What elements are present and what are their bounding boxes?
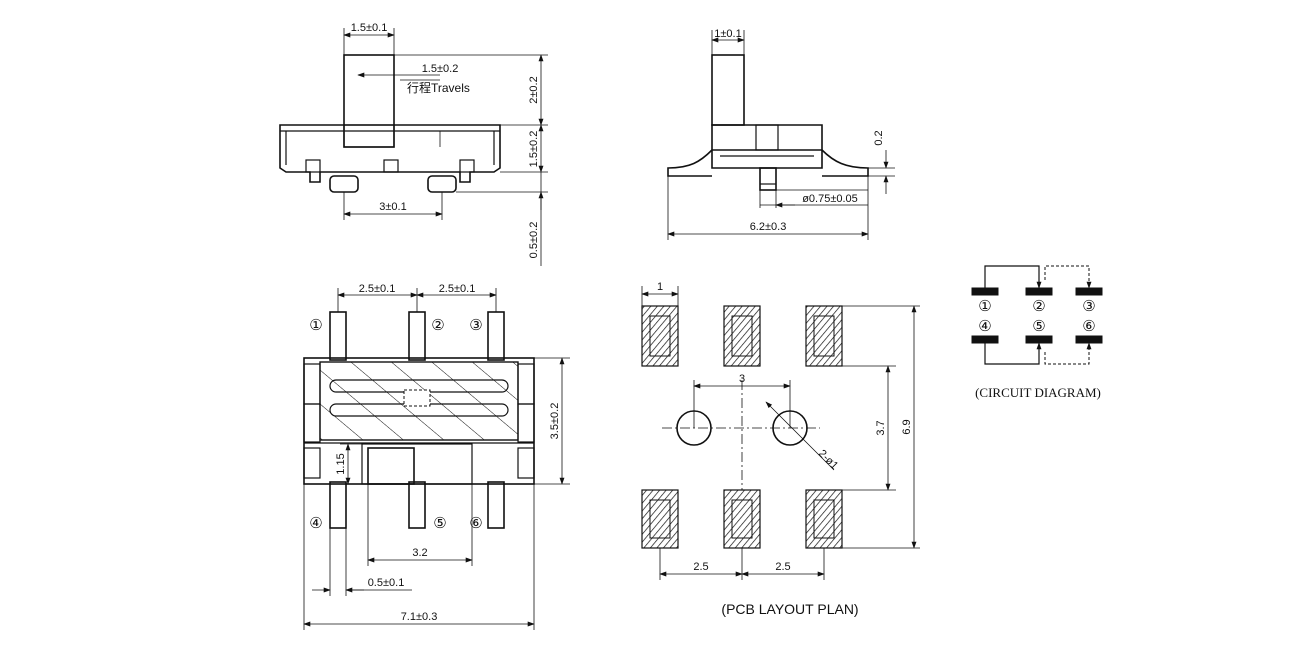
pin-5	[408, 481, 426, 529]
contact-bar-4	[971, 335, 999, 344]
hole-leader	[765, 401, 835, 471]
travel-label: 行程Travels	[407, 80, 470, 95]
pad-1	[641, 305, 679, 367]
pin-3	[487, 311, 505, 361]
end-housing	[711, 124, 823, 151]
overall-length-label: 7.1±0.3	[401, 611, 438, 623]
end-housing-lower	[711, 150, 823, 169]
side-tab	[517, 447, 535, 479]
pin-1	[329, 311, 347, 361]
end-knob-width-label: 1±0.1	[714, 28, 741, 40]
side-tab	[517, 363, 535, 405]
side-housing	[279, 124, 501, 183]
pad-2	[723, 305, 761, 367]
contact-bar-6	[1075, 335, 1103, 344]
body-height-label: 1.5±0.2	[528, 131, 540, 168]
knob-width-label: 1.5±0.1	[351, 22, 388, 34]
locating-post	[329, 175, 359, 193]
slot-height-label: 1.15	[335, 453, 347, 474]
pitch-left-label: 2.5±0.1	[359, 283, 396, 295]
top-view: ① ② ③ ④ ⑤ ⑥ 2.5±0.1 2.5±0.1 3.5±0.2 1.15…	[303, 283, 570, 630]
pcb-layout: 1 3 2-ø1 3.7 6.9 2.5 2.5 (PCB LAYOUT PLA…	[641, 281, 920, 617]
circuit-pin-4: ④	[978, 318, 991, 335]
side-tab	[517, 403, 535, 443]
post-spacing-label: 3±0.1	[379, 201, 406, 213]
hole-spec-label: 2-ø1	[816, 448, 840, 472]
lead-height-label: 0.5±0.2	[528, 222, 540, 259]
travel-dim-label: 1.5±0.2	[422, 63, 459, 75]
contact-bar-5	[1025, 335, 1053, 344]
lead-offset-label: 0.2	[873, 130, 885, 145]
slider-stem	[367, 447, 415, 485]
end-lead-right	[821, 149, 869, 177]
link-5-6	[1044, 342, 1092, 365]
actuator-window	[403, 389, 431, 407]
side-tab	[303, 447, 321, 479]
hole-spacing-label: 3	[739, 373, 745, 385]
pin-2	[408, 311, 426, 361]
circuit-diagram: ① ② ③ ④ ⑤ ⑥ (CIRCUIT DIAGRAM)	[971, 265, 1103, 400]
side-tab	[303, 363, 321, 405]
pin-6	[487, 481, 505, 529]
row-to-hole-label: 3.7	[875, 420, 887, 435]
end-view: 1±0.1 0.2 ø0.75±0.05 6.2±0.3	[667, 28, 895, 240]
pin-label-6: ⑥	[469, 515, 482, 532]
pin-label-5: ⑤	[433, 515, 446, 532]
pad-6	[805, 489, 843, 549]
circuit-pin-5: ⑤	[1032, 318, 1045, 335]
pad-3	[805, 305, 843, 367]
pin-label-1: ①	[309, 317, 322, 334]
pad-4	[641, 489, 679, 549]
slider-channel	[361, 443, 473, 485]
body-depth-label: 3.5±0.2	[549, 403, 561, 440]
locating-post	[427, 175, 457, 193]
overall-width-label: 6.2±0.3	[750, 221, 787, 233]
link-4-5	[984, 342, 1042, 365]
lead-width-label: 0.5±0.1	[368, 577, 405, 589]
circuit-pin-3: ③	[1082, 298, 1095, 315]
end-center-slot	[755, 124, 779, 151]
pin-label-4: ④	[309, 515, 322, 532]
contact-bar-3	[1075, 287, 1103, 296]
circuit-pin-2: ②	[1032, 298, 1045, 315]
contact-bar-2	[1025, 287, 1053, 296]
circuit-pin-6: ⑥	[1082, 318, 1095, 335]
contact-bar-1	[971, 287, 999, 296]
pcb-layout-title: (PCB LAYOUT PLAN)	[721, 601, 858, 617]
pin-4	[329, 481, 347, 529]
pad-5	[723, 489, 761, 549]
pin-label-3: ③	[469, 317, 482, 334]
knob-base	[343, 124, 395, 148]
pin-stub	[305, 159, 321, 173]
pin-label-2: ②	[431, 317, 444, 334]
pad-width-label: 1	[657, 281, 663, 293]
pcb-pitch-left-label: 2.5	[693, 561, 708, 573]
pitch-right-label: 2.5±0.1	[439, 283, 476, 295]
end-lead-left	[667, 149, 713, 177]
link-1-2	[984, 265, 1042, 289]
end-knob	[711, 54, 745, 126]
side-view: 1.5±0.1 1.5±0.2 行程Travels 2±0.2 1.5±0.2 …	[279, 22, 548, 266]
end-center-post	[759, 167, 777, 191]
post-diameter-label: ø0.75±0.05	[802, 193, 858, 205]
row-spacing-label: 6.9	[901, 419, 913, 434]
link-2-3	[1044, 265, 1092, 289]
side-tab	[303, 403, 321, 443]
slot-width-label: 3.2	[412, 547, 427, 559]
pin-stub	[459, 159, 475, 173]
circuit-pin-1: ①	[978, 298, 991, 315]
circuit-diagram-title: (CIRCUIT DIAGRAM)	[975, 385, 1101, 400]
slider-knob	[343, 54, 395, 148]
knob-height-label: 2±0.2	[528, 76, 540, 103]
pin-stub	[383, 159, 399, 173]
pcb-pitch-right-label: 2.5	[775, 561, 790, 573]
